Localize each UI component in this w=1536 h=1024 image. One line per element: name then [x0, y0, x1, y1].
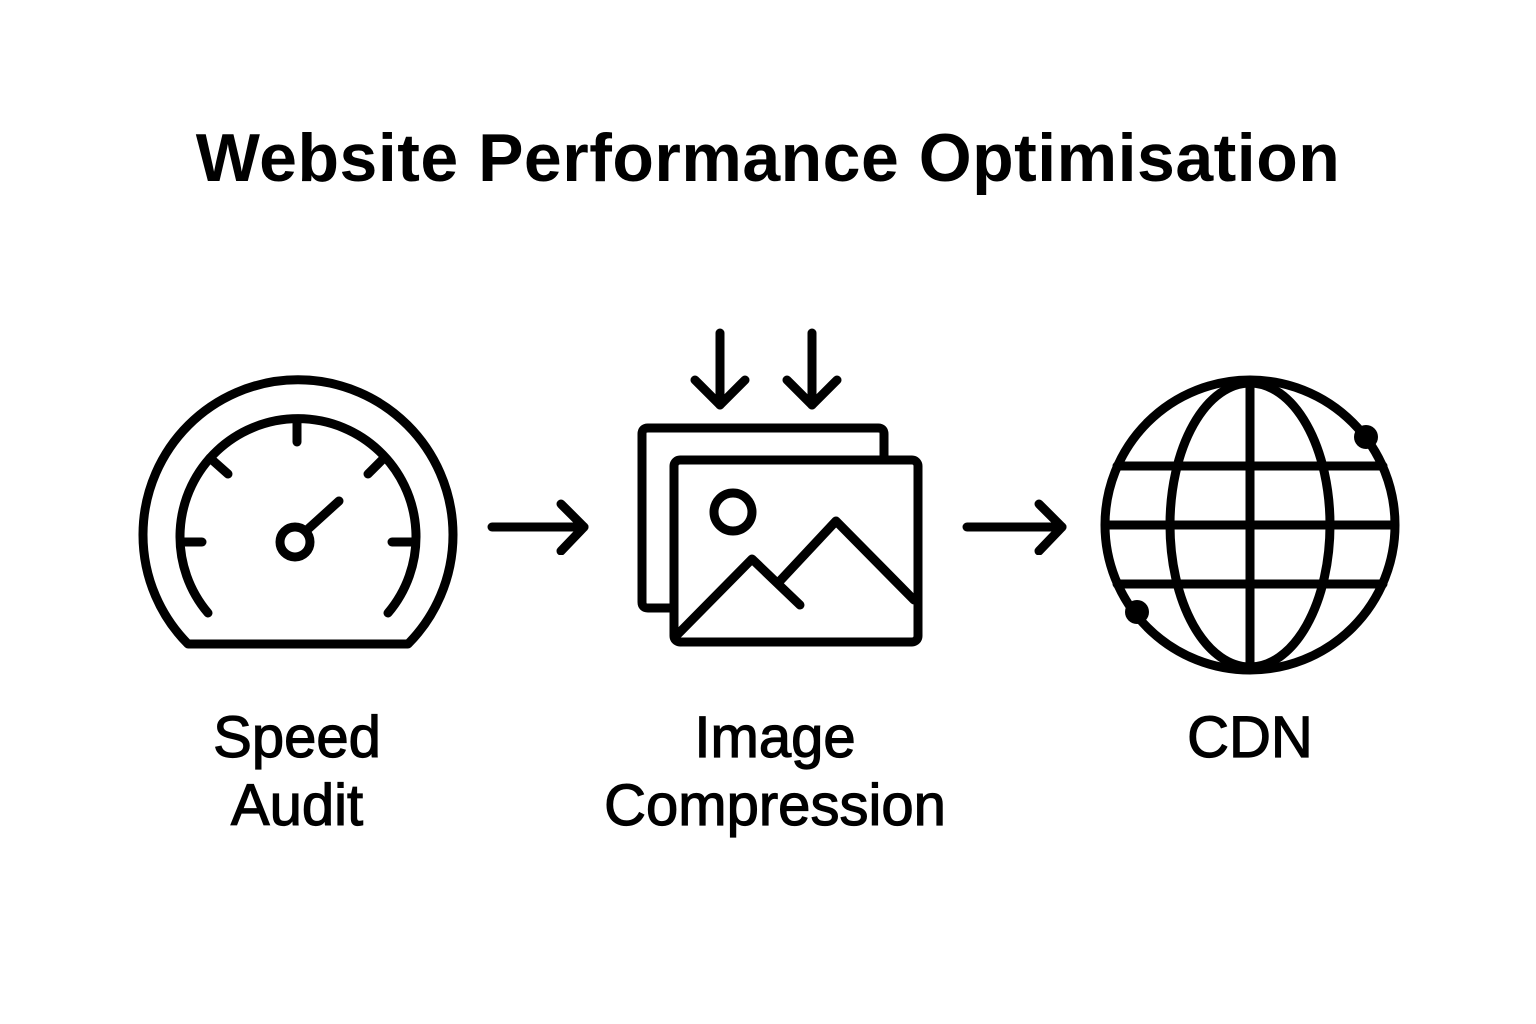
step-label-speed-audit: Speed Audit: [213, 704, 382, 838]
arrow-right-icon: [962, 499, 1067, 555]
arrow-right-icon: [487, 499, 589, 555]
step-label-image-compression: Image Compression: [604, 704, 947, 838]
step-label-cdn: CDN: [1187, 704, 1314, 770]
globe-icon: [1100, 375, 1400, 675]
speedometer-icon: [138, 375, 458, 649]
diagram-title: Website Performance Optimisation: [195, 120, 1341, 196]
image-compression-icon: [637, 328, 923, 647]
